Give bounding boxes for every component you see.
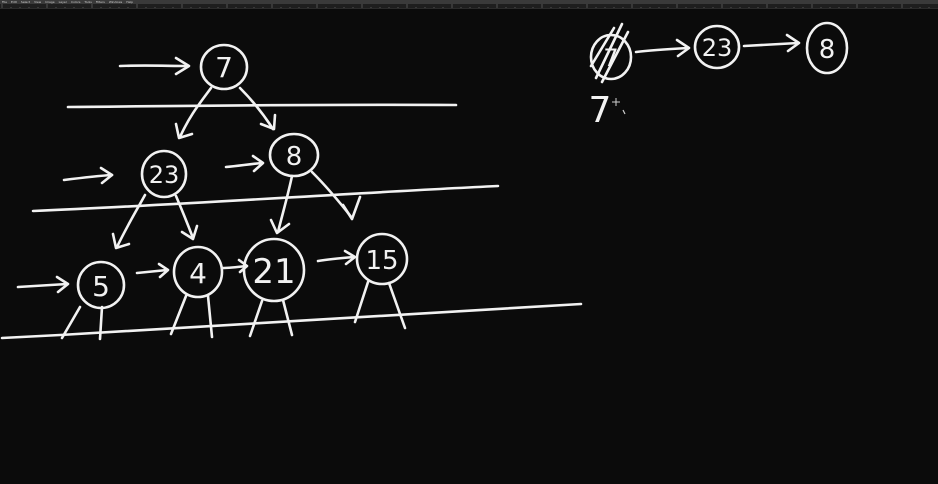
menu-image[interactable]: Image xyxy=(45,0,55,4)
menu-select[interactable]: Select xyxy=(20,0,31,4)
arrow-icon xyxy=(118,56,191,76)
menu-colors[interactable]: Colors xyxy=(71,0,81,4)
menu-filters[interactable]: Filters xyxy=(95,0,105,4)
menu-layer[interactable]: Layer xyxy=(58,0,68,4)
arrow-icon xyxy=(62,166,114,185)
tree-edge xyxy=(174,194,199,241)
whiteboard-drawing: 7 23 8 5 4 21 xyxy=(0,21,849,341)
arrow-icon xyxy=(16,275,70,294)
node-value: 23 xyxy=(702,34,733,62)
leaf-stubs xyxy=(60,280,407,341)
node-value: 23 xyxy=(149,161,180,189)
tree-node: 8 xyxy=(268,132,320,178)
node-value: 8 xyxy=(819,35,836,65)
tree-node: 21 xyxy=(242,237,306,303)
menu-tools[interactable]: Tools xyxy=(84,0,92,4)
tree-node: 23 xyxy=(140,149,188,199)
node-value: 15 xyxy=(365,246,398,276)
horizontal-ruler[interactable] xyxy=(0,4,938,9)
tree-node: 5 xyxy=(76,260,126,310)
strikethrough-mark xyxy=(589,22,630,84)
node-value: 5 xyxy=(92,270,110,303)
menu-file[interactable]: File xyxy=(2,0,8,4)
tree-edge xyxy=(111,193,147,250)
menu-help[interactable]: Help xyxy=(126,0,134,4)
menu-bar: File Edit Select View Image Layer Colors… xyxy=(0,0,938,4)
arrow-icon xyxy=(135,262,170,279)
node-value: 7 xyxy=(603,44,618,72)
arrow-icon xyxy=(316,249,357,266)
queue-node: 23 xyxy=(693,24,741,70)
arrow-icon xyxy=(634,38,691,58)
ruler-ticks xyxy=(1,4,930,8)
arrow-icon xyxy=(742,33,801,53)
queue-node-dequeued: 7 xyxy=(589,22,633,84)
tree-edge xyxy=(310,170,362,221)
node-value: 7 xyxy=(215,51,233,84)
menu-windows[interactable]: Windows xyxy=(108,0,123,4)
level-divider-line xyxy=(66,103,458,109)
drawing-canvas[interactable]: 7 23 8 5 4 21 xyxy=(0,9,938,484)
level-divider-line xyxy=(31,184,500,213)
tree-edge xyxy=(238,86,277,131)
menu-view[interactable]: View xyxy=(34,0,42,4)
arrow-icon xyxy=(224,154,265,173)
queue-node: 8 xyxy=(805,21,849,75)
node-value: 8 xyxy=(286,142,303,172)
tree-node: 4 xyxy=(172,245,224,299)
menu-edit[interactable]: Edit xyxy=(11,0,17,4)
tree-node: 15 xyxy=(355,232,409,286)
node-value: 4 xyxy=(189,257,207,290)
level-divider-line xyxy=(0,302,583,340)
dequeued-value-label: 7 xyxy=(589,90,612,131)
tree-edge xyxy=(269,174,294,235)
cursor-crosshair-icon xyxy=(612,98,626,115)
tree-edge xyxy=(174,86,213,140)
tree-node-root: 7 xyxy=(199,43,249,91)
node-value: 21 xyxy=(252,252,295,292)
